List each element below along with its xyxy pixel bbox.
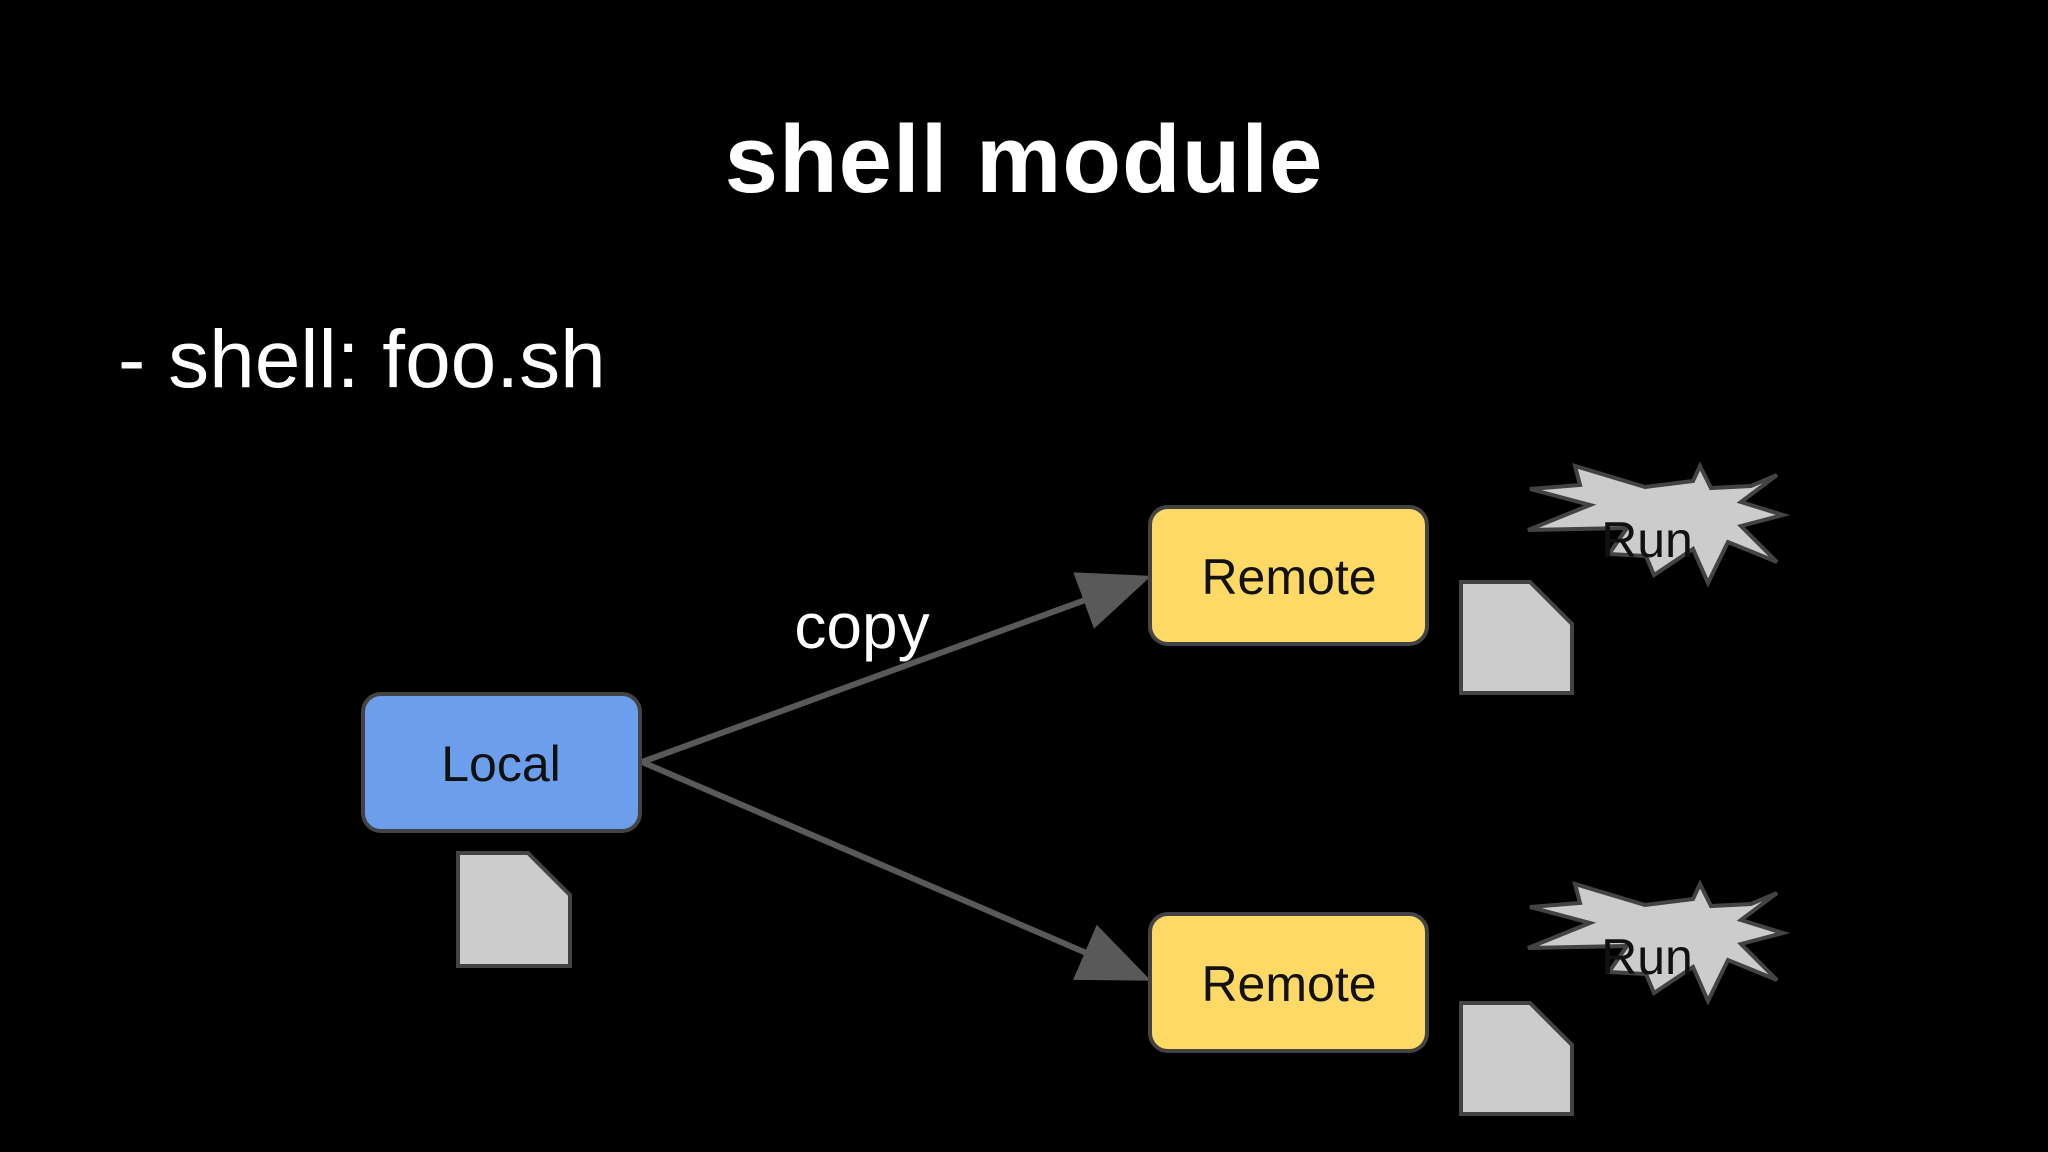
- copy-label: copy: [794, 590, 929, 662]
- run-label: Run: [1601, 929, 1693, 985]
- remote-node: Remote: [1148, 912, 1429, 1053]
- slide-title: shell module: [724, 106, 1324, 213]
- remote-node: Remote: [1148, 505, 1429, 646]
- remote-node-label: Remote: [1201, 549, 1376, 605]
- explosion-icon: Run: [1527, 461, 1791, 588]
- copy-arrow-bottom: [640, 759, 1152, 981]
- explosion-icon: Run: [1527, 879, 1791, 1006]
- bullet-text: - shell: foo.sh: [118, 314, 606, 405]
- document-icon: [1459, 580, 1574, 695]
- remote-node-label: Remote: [1201, 956, 1376, 1012]
- local-node: Local: [361, 692, 642, 833]
- document-icon: [456, 851, 572, 968]
- copy-arrow-top: [640, 572, 1152, 765]
- local-node-label: Local: [441, 736, 561, 792]
- run-label: Run: [1601, 512, 1693, 568]
- document-icon: [1459, 1001, 1574, 1116]
